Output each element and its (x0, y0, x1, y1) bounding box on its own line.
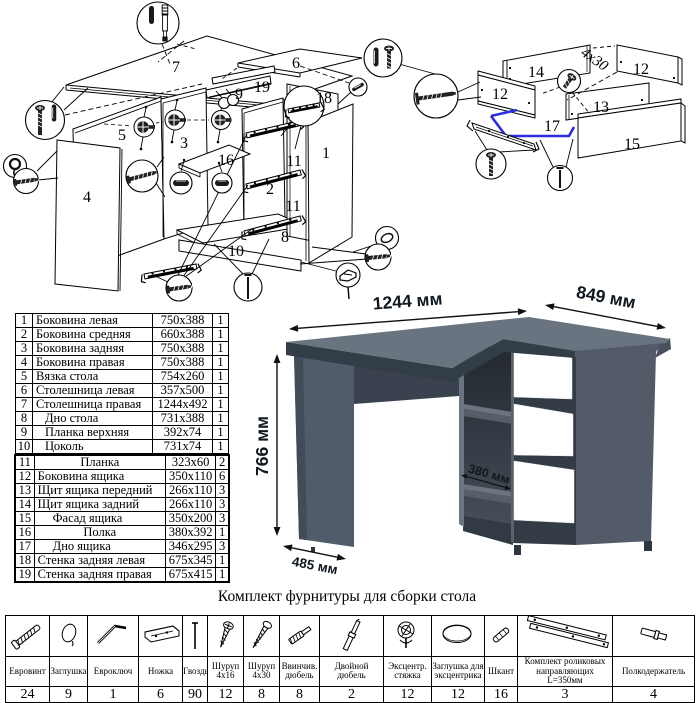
svg-text:6: 6 (292, 55, 300, 72)
svg-text:19: 19 (254, 79, 270, 96)
svg-text:10: 10 (228, 243, 244, 260)
svg-text:2: 2 (266, 181, 274, 198)
svg-text:485 мм: 485 мм (291, 554, 339, 578)
svg-text:11: 11 (286, 153, 301, 170)
svg-text:13: 13 (593, 99, 609, 116)
svg-text:12: 12 (492, 86, 508, 103)
svg-text:14: 14 (528, 64, 544, 81)
svg-text:16: 16 (218, 152, 234, 169)
svg-text:849 мм: 849 мм (575, 282, 638, 313)
svg-text:17: 17 (544, 118, 560, 135)
svg-text:4: 4 (83, 189, 91, 206)
svg-text:7: 7 (172, 59, 180, 76)
svg-text:9: 9 (235, 86, 243, 103)
svg-text:1: 1 (322, 145, 330, 162)
svg-text:11: 11 (285, 198, 300, 215)
svg-text:766 мм: 766 мм (252, 416, 272, 476)
svg-text:15: 15 (624, 136, 640, 153)
svg-text:1244 мм: 1244 мм (372, 288, 443, 313)
svg-text:5: 5 (118, 127, 126, 144)
svg-text:12: 12 (633, 61, 649, 78)
svg-text:3: 3 (180, 135, 188, 152)
svg-text:8: 8 (281, 229, 289, 246)
svg-text:18: 18 (316, 90, 332, 107)
